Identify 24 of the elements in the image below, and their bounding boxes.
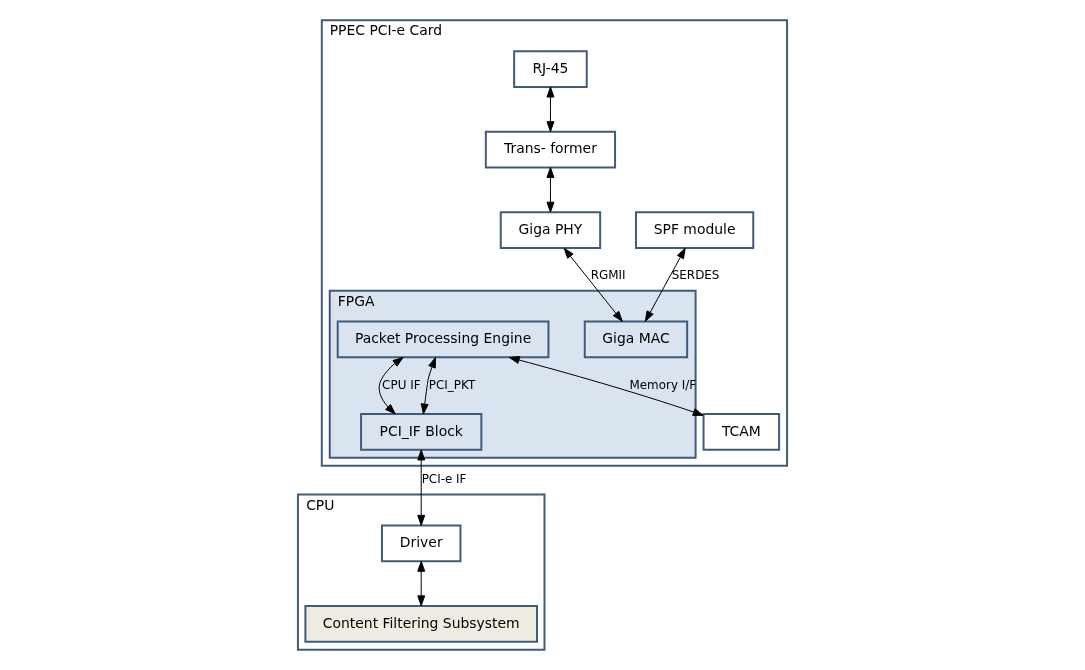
node-box: SPF module — [634, 211, 755, 249]
node-box: Content Filtering Subsystem — [304, 604, 539, 643]
edge-label: PCI-e IF — [421, 472, 467, 487]
arrow — [546, 167, 555, 213]
edge-label: CPU IF — [382, 377, 421, 392]
edge-label: SERDES — [671, 268, 720, 283]
arrow — [563, 247, 623, 322]
edge-label: PCI_PKT — [428, 377, 476, 392]
arrow — [378, 357, 404, 415]
edge-label: RGMII — [590, 268, 626, 283]
node-box: Trans- former — [484, 130, 617, 169]
node-box: Giga PHY — [499, 211, 602, 249]
arrow — [546, 86, 555, 133]
node-box: TCAM — [702, 413, 781, 451]
arrow — [420, 357, 436, 415]
arrow — [417, 560, 426, 607]
node-box: Giga MAC — [583, 320, 689, 359]
node-box: PCI_IF Block — [360, 413, 483, 451]
arrow — [508, 356, 704, 416]
node-box: Driver — [380, 524, 462, 563]
node-box: RJ-45 — [513, 50, 588, 88]
arrow — [417, 449, 426, 526]
node-box: Packet Processing Engine — [336, 320, 550, 359]
arrow — [644, 247, 686, 322]
